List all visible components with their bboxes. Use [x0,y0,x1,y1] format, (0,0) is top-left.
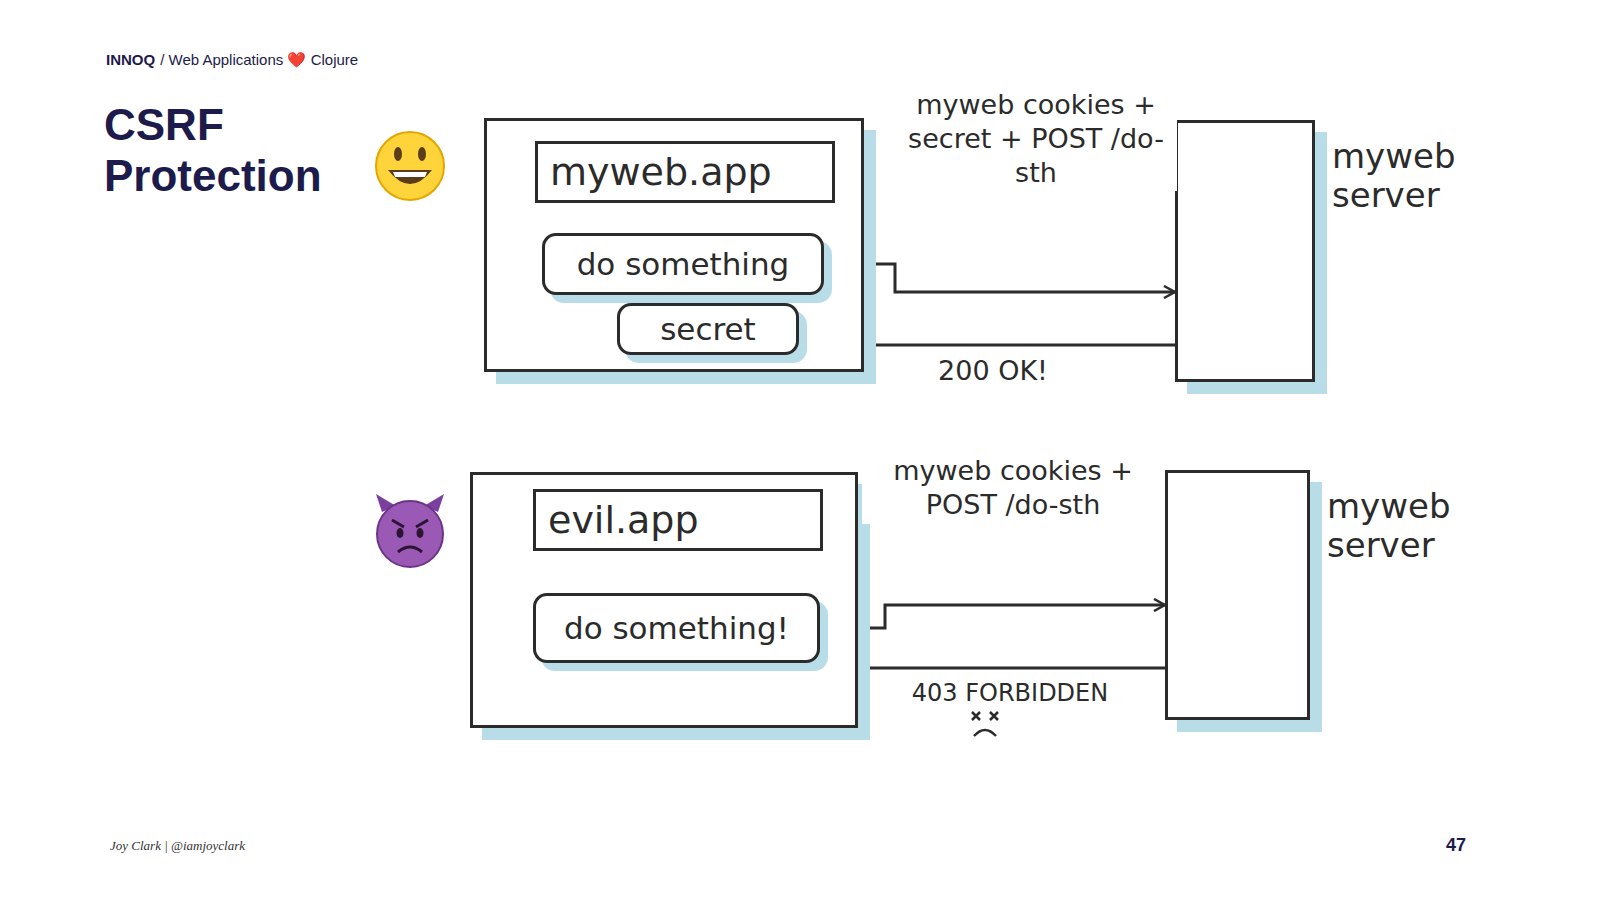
url-text: myweb.app [550,150,772,194]
smiley-emoji [376,132,444,200]
button-text: secret [620,311,796,347]
slide-title: CSRF Protection [104,100,404,201]
browser-window: evil.app do something! [470,472,858,728]
edge-label: myweb cookies + secret + POST /do-sth [895,86,1177,191]
sad-face [972,712,998,736]
devil-emoji [376,494,444,567]
server-label: myweb server [1332,137,1472,215]
request-arrow [820,605,1165,628]
server-box: myweb server [1165,470,1310,720]
page-number: 47 [1446,835,1466,856]
action-button: do something! [533,593,820,663]
author-label: Joy Clark | @iamjoyclark [110,838,245,854]
edge-label: 200 OK! [912,352,1074,390]
brand-label: INNOQ [106,51,155,68]
request-arrow [858,667,1165,670]
request-arrow [824,264,1175,292]
address-bar: myweb.app [535,141,835,203]
header-label: / Web Applications ❤️ Clojure [160,51,358,69]
url-text: evil.app [548,498,699,542]
button-text: do something! [536,610,817,646]
address-bar: evil.app [533,489,823,551]
edge-label: 403 FORBIDDEN [884,676,1136,710]
action-button: do something [542,233,824,295]
secret-token: secret [617,303,799,355]
server-box: myweb server [1175,120,1315,382]
server-label: myweb server [1327,487,1467,565]
browser-window: myweb.app do something secret [484,118,864,372]
edge-label: myweb cookies + POST /do-sth [862,452,1164,524]
request-arrow [864,344,1175,347]
button-text: do something [545,246,821,282]
